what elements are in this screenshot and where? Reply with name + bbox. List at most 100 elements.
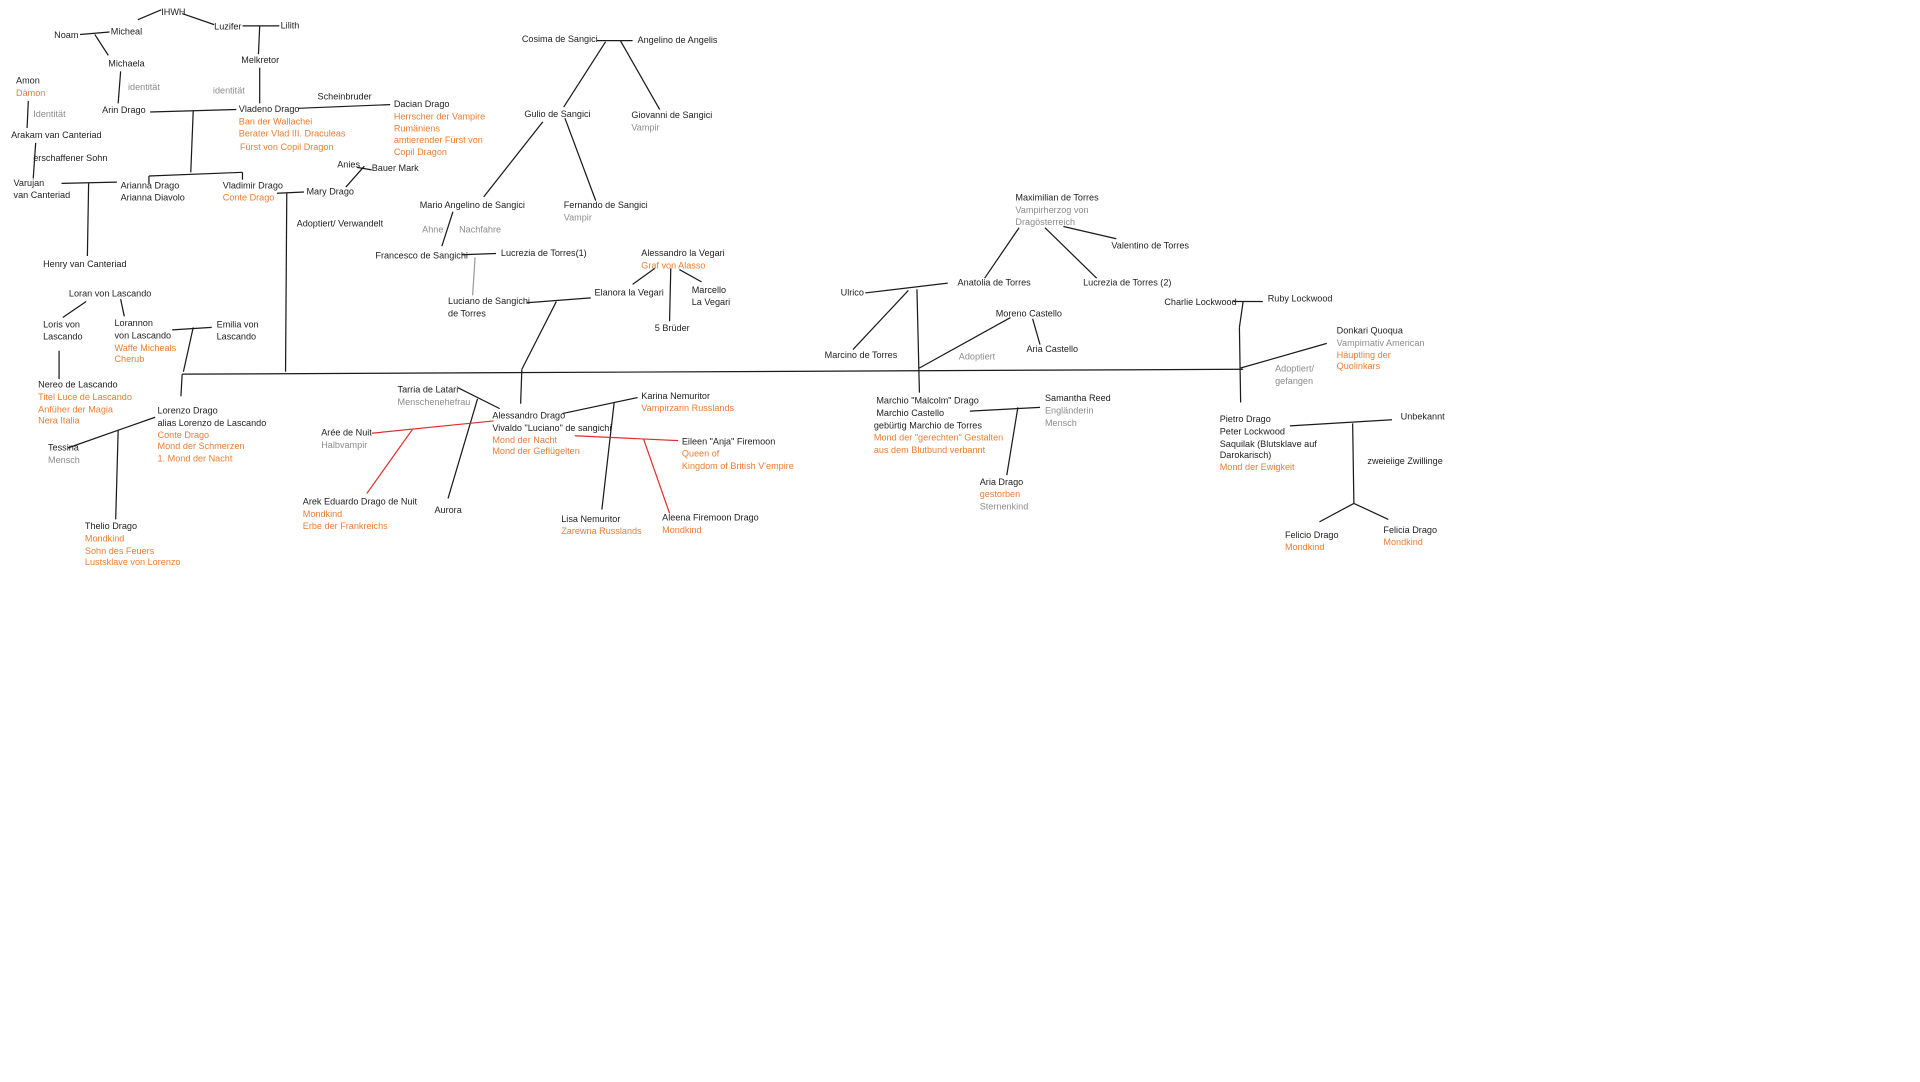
relation-line bbox=[120, 298, 125, 317]
person-title: Erbe der Frankreichs bbox=[302, 520, 388, 532]
person-name: Luciano de Sangichi bbox=[448, 295, 530, 307]
relation-line bbox=[62, 301, 87, 319]
relation-line bbox=[564, 117, 597, 201]
relation-line bbox=[1289, 419, 1393, 427]
person-title: Fürst von Copil Dragon bbox=[240, 141, 334, 153]
relation-line bbox=[520, 369, 523, 404]
person-title: Mond der Nacht bbox=[492, 433, 558, 446]
person-name: Karina Nemuritor bbox=[641, 390, 710, 402]
person-note: Mensch bbox=[1044, 416, 1077, 428]
person-name: Aria Drago bbox=[979, 476, 1024, 488]
relation-line bbox=[969, 406, 1041, 412]
person-title: Queen of bbox=[681, 447, 720, 459]
person-node-loran: Loran von Lascando bbox=[69, 288, 151, 300]
person-name: Anatolia de Torres bbox=[957, 276, 1031, 289]
relation-line bbox=[180, 374, 183, 397]
person-title: Mondkind bbox=[84, 532, 125, 544]
person-name: Nereo de Lascando bbox=[38, 379, 118, 391]
relation-line bbox=[1238, 301, 1244, 328]
person-node-ulrico: Ulrico bbox=[841, 287, 864, 299]
person-name: Tarria de Latari bbox=[397, 384, 459, 396]
relation-line bbox=[172, 326, 212, 331]
relation-line bbox=[1240, 342, 1327, 369]
person-title: Häuptling der bbox=[1336, 349, 1391, 361]
person-name: Peter Lockwood bbox=[1219, 425, 1285, 437]
person-note: Nachfahre bbox=[459, 224, 502, 236]
person-note: Ahne bbox=[422, 224, 444, 236]
person-node-ruby: Ruby Lockwood bbox=[1268, 293, 1333, 305]
person-name: Aleena Firemoon Drago bbox=[662, 512, 759, 524]
person-node-identitaet3: Identität bbox=[33, 108, 65, 120]
person-name: Eileen "Anja" Firemoon bbox=[681, 435, 776, 447]
person-name: Loran von Lascando bbox=[68, 288, 152, 300]
person-name: Arianna Diavolo bbox=[120, 191, 185, 203]
person-name: Marchio Castello bbox=[876, 407, 945, 419]
person-name: Valentino de Torres bbox=[1111, 240, 1189, 252]
person-node-valentino: Valentino de Torres bbox=[1111, 240, 1189, 252]
person-name: Noam bbox=[54, 29, 79, 41]
person-name: Saquilak (Blutsklave auf bbox=[1219, 437, 1317, 449]
person-name: Henry van Canteriad bbox=[43, 258, 127, 270]
person-note: gefangen bbox=[1275, 375, 1314, 387]
person-name: Luzifer bbox=[214, 20, 242, 33]
relation-line-red bbox=[366, 429, 413, 494]
person-title: Conte Drago bbox=[157, 429, 210, 441]
person-name: Fernando de Sangici bbox=[563, 199, 648, 211]
relation-line bbox=[345, 165, 365, 188]
relation-line bbox=[619, 40, 661, 110]
person-node-charlie: Charlie Lockwood bbox=[1164, 297, 1236, 309]
person-name: Francesco de Sangichi bbox=[375, 249, 468, 261]
relation-line bbox=[632, 267, 656, 285]
person-node-vladeno-fuerst: Fürst von Copil Dragon bbox=[240, 142, 334, 154]
person-title: amtierender Fürst von bbox=[393, 134, 483, 146]
person-name: zweieiige Zwillinge bbox=[1367, 455, 1443, 467]
person-title: Herrscher der Vampire bbox=[393, 110, 486, 122]
person-name: Loris von bbox=[43, 318, 81, 330]
person-name: Arianna Drago bbox=[120, 179, 180, 191]
person-note: Halbvampir bbox=[321, 439, 368, 451]
person-note: identität bbox=[128, 81, 160, 93]
person-name: Tessina bbox=[48, 441, 79, 453]
person-name: Aurora bbox=[434, 504, 462, 516]
person-title: Cherub bbox=[114, 353, 145, 365]
person-name: Lucrezia de Torres(1) bbox=[500, 247, 587, 259]
person-name: Lisa Nemuritor bbox=[561, 513, 621, 525]
relation-line bbox=[182, 327, 194, 372]
person-node-brueder: 5 Brüder bbox=[655, 322, 690, 334]
relation-line bbox=[26, 100, 29, 129]
person-name: Marcino de Torres bbox=[824, 349, 898, 361]
person-title: Mond der Ewigkeit bbox=[1219, 461, 1295, 473]
person-name: von Lascando bbox=[114, 329, 172, 341]
person-title: gestorben bbox=[979, 488, 1021, 500]
relation-line bbox=[679, 269, 702, 283]
person-name: Elanora la Vegari bbox=[594, 286, 664, 298]
relation-line bbox=[137, 9, 162, 21]
person-name: Donkari Quoqua bbox=[1336, 324, 1403, 337]
relation-line bbox=[284, 193, 288, 372]
person-title: Lustsklave von Lorenzo bbox=[84, 556, 181, 568]
relation-line bbox=[115, 430, 119, 520]
person-name: Felicio Drago bbox=[1284, 529, 1339, 541]
person-name: Moreno Castello bbox=[995, 307, 1062, 319]
relation-line bbox=[461, 252, 497, 256]
person-name: La Vegari bbox=[691, 296, 731, 308]
relation-line bbox=[1238, 327, 1242, 403]
person-node-aurora: Aurora bbox=[434, 505, 461, 517]
person-name: Mario Angelino de Sangici bbox=[419, 199, 525, 211]
person-title: Berater Vlad III. Draculeas bbox=[238, 127, 346, 139]
person-name: Felicia Drago bbox=[1383, 524, 1438, 536]
relation-line bbox=[1353, 502, 1389, 520]
person-node-gulio: Gulio de Sangici bbox=[524, 108, 590, 120]
